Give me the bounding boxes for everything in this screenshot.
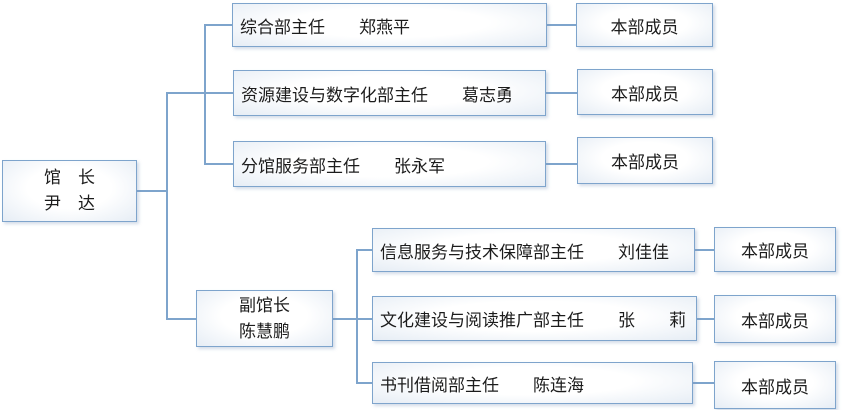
node-members-lending: 本部成员	[714, 361, 836, 409]
connector-row5-to-members	[697, 318, 715, 320]
connector-trunk-to-row2	[166, 92, 233, 94]
node-members-resources: 本部成员	[577, 69, 713, 115]
members-label: 本部成员	[741, 311, 809, 332]
connector-trunk-to-deputy	[166, 318, 197, 320]
dept-label: 文化建设与阅读推广部主任 张 莉	[380, 311, 686, 331]
director-title: 馆 长	[44, 168, 95, 188]
node-members-general: 本部成员	[576, 3, 713, 47]
dept-label: 书刊借阅部主任 陈连海	[380, 375, 584, 396]
dept-label: 分馆服务部主任 张永军	[241, 156, 445, 177]
connector-stub-row3	[204, 163, 234, 165]
members-label: 本部成员	[611, 153, 679, 173]
node-dept-info-tech: 信息服务与技术保障部主任 刘佳佳	[372, 228, 695, 272]
connector-deputy-to-row5	[333, 318, 373, 320]
connector-trunk-vertical	[166, 92, 168, 320]
dept-label: 综合部主任 郑燕平	[240, 17, 410, 38]
node-deputy-director: 副馆长 陈慧鹏	[196, 290, 333, 347]
connector-stub-row4	[356, 249, 373, 251]
connector-bottom-bracket	[356, 249, 358, 384]
connector-stub-row1	[204, 24, 233, 26]
node-director: 馆 长 尹 达	[2, 160, 137, 222]
node-dept-resources: 资源建设与数字化部主任 葛志勇	[233, 70, 546, 116]
director-name: 尹 达	[44, 194, 95, 214]
connector-stub-row6	[356, 382, 373, 384]
connector-row4-to-members	[695, 249, 715, 251]
dept-label: 信息服务与技术保障部主任 刘佳佳	[380, 242, 669, 263]
members-label: 本部成员	[741, 242, 809, 262]
connector-row1-to-members	[547, 24, 577, 26]
connector-root-to-trunk	[137, 190, 168, 192]
node-dept-general: 综合部主任 郑燕平	[232, 3, 547, 47]
deputy-name: 陈慧鹏	[239, 321, 290, 342]
connector-row6-to-members	[693, 382, 715, 384]
node-members-info-tech: 本部成员	[714, 227, 836, 272]
members-label: 本部成员	[741, 377, 809, 398]
node-dept-branch-service: 分馆服务部主任 张永军	[233, 141, 546, 187]
dept-label: 资源建设与数字化部主任 葛志勇	[241, 85, 513, 106]
members-label: 本部成员	[610, 17, 679, 38]
members-label: 本部成员	[611, 84, 679, 105]
node-members-branch-service: 本部成员	[577, 137, 713, 184]
deputy-title: 副馆长	[239, 295, 290, 316]
node-members-culture-reading: 本部成员	[714, 295, 836, 343]
connector-row3-to-members	[546, 163, 578, 165]
node-dept-culture-reading: 文化建设与阅读推广部主任 张 莉	[372, 296, 697, 341]
connector-top-bracket	[204, 24, 206, 165]
connector-row2-to-members	[546, 92, 578, 94]
node-dept-lending: 书刊借阅部主任 陈连海	[372, 362, 693, 404]
